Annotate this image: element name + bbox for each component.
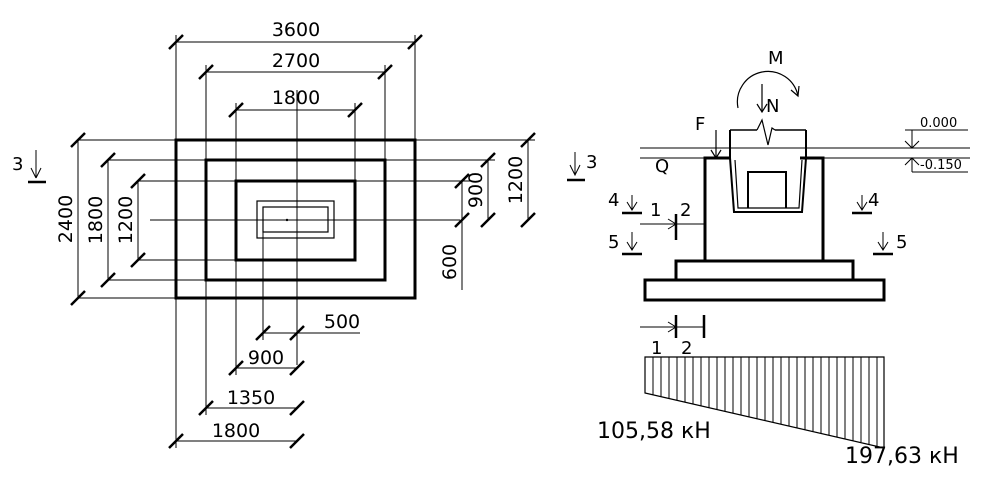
section-socket <box>729 130 807 213</box>
load-normal-label: N <box>766 96 779 117</box>
dim-600: 600 <box>439 244 461 280</box>
plan-labels: 3600 2700 1800 500 900 1350 1800 2400 18… <box>12 19 527 442</box>
section-mark-5-right: 5 <box>896 232 907 253</box>
section-mark-4-left: 4 <box>608 190 619 211</box>
plan-right-dimensions <box>355 132 536 290</box>
dim-1800-top: 1800 <box>272 87 320 109</box>
section-base-slab <box>643 278 886 302</box>
plan-top-dimensions <box>168 34 423 181</box>
section-mark-3: 3 <box>586 152 597 173</box>
dim-1200-right: 1200 <box>505 156 527 204</box>
section-mark-1-upper: 1 <box>650 200 661 221</box>
dim-2700: 2700 <box>272 50 320 72</box>
section-mark-4-right: 4 <box>868 190 879 211</box>
load-force-f-label: F <box>695 114 705 135</box>
section-column-stub <box>747 171 787 208</box>
moment-arc <box>736 70 799 109</box>
pressure-left-value: 105,58 кН <box>597 419 711 444</box>
pressure-hatching <box>652 357 878 446</box>
section-second-step <box>674 259 855 282</box>
level-bottom-label: -0.150 <box>920 158 962 173</box>
dim-900-bottom: 900 <box>248 347 284 369</box>
section-mark-1-lower: 1 <box>651 338 662 359</box>
section-mark-2-lower: 2 <box>681 338 692 359</box>
plan-section-mark-3: 3 <box>12 154 23 175</box>
dim-500: 500 <box>324 311 360 333</box>
dim-2400: 2400 <box>55 195 77 243</box>
dim-1800-bottom: 1800 <box>212 420 260 442</box>
section-mark-2-upper: 2 <box>680 200 691 221</box>
section-mark-5-left: 5 <box>608 232 619 253</box>
load-moment-label: M <box>768 48 784 69</box>
dim-1200-left: 1200 <box>115 196 137 244</box>
plan-view <box>28 34 536 449</box>
dim-3600: 3600 <box>272 19 320 41</box>
section-labels: M N F Q 0.000 -0.150 3 4 4 5 5 1 2 1 2 1… <box>586 48 962 469</box>
plan-outer-step <box>174 138 417 300</box>
section-socket-inner <box>734 159 803 209</box>
level-top-label: 0.000 <box>920 116 957 131</box>
plan-left-dimensions <box>70 132 236 306</box>
pressure-right-value: 197,63 кН <box>845 444 959 469</box>
plan-bottom-dimensions <box>168 232 360 449</box>
section-view <box>567 70 970 449</box>
load-shear-q-label: Q <box>655 156 669 177</box>
soil-pressure-diagram <box>644 356 885 449</box>
dim-900-right: 900 <box>465 172 487 208</box>
dim-1800-left: 1800 <box>85 196 107 244</box>
dim-1350: 1350 <box>227 387 275 409</box>
